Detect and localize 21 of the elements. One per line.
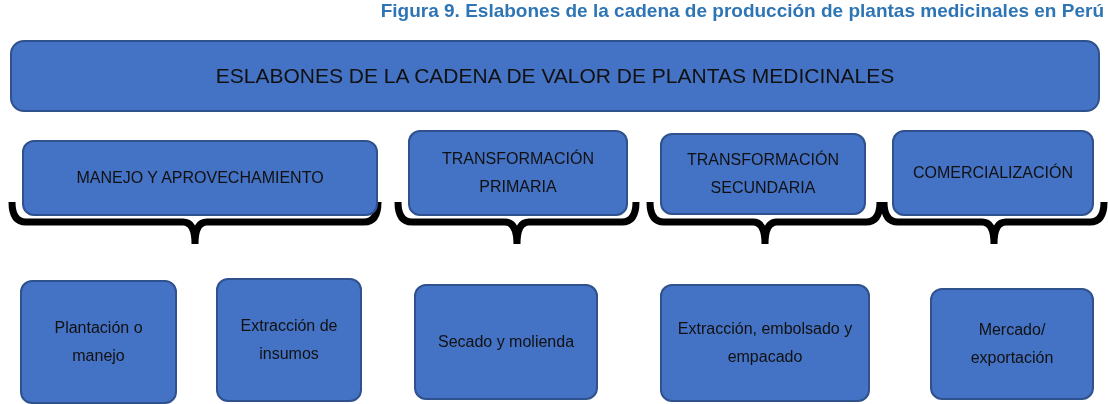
activity-box (414, 284, 598, 400)
activity-box (20, 280, 177, 404)
figure-title: Figura 9. Eslabones de la cadena de producción de plantas medicinales en Perú (380, 0, 1104, 22)
stage-box (892, 130, 1094, 216)
stage-box (408, 130, 628, 216)
stage-box (660, 133, 866, 215)
activity-box (930, 288, 1094, 400)
node-label: Extracción de insumos (239, 316, 339, 364)
node-label: Extracción, embolsado y empacado (676, 319, 854, 367)
node-label: Plantación o manejo (53, 318, 144, 366)
node-label: Secado y molienda (437, 332, 575, 352)
node-label: MANEJO Y APROVECHAMIENTO (76, 168, 324, 188)
stage-box (22, 140, 378, 216)
node-label: Mercado/ exportación (969, 320, 1055, 368)
node-label: COMERCIALIZACIÓN (913, 162, 1073, 183)
header-box (10, 40, 1100, 112)
node-label: ESLABONES DE LA CADENA DE VALOR DE PLANTAS MEDICINALES (215, 62, 895, 89)
activity-box (216, 278, 362, 402)
activity-box (660, 284, 870, 402)
node-label: TRANSFORMACIÓN PRIMARIA (441, 148, 595, 197)
node-label: TRANSFORMACIÓN SECUNDARIA (686, 149, 840, 198)
